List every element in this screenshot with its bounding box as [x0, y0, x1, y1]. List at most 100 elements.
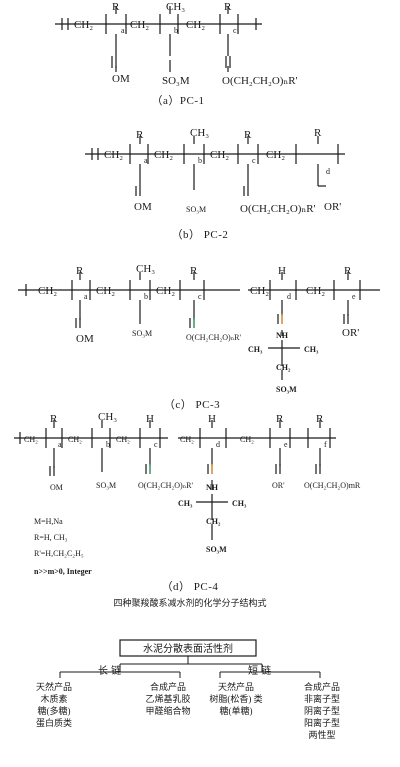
- pc1-so3m: SO₃M: [162, 75, 190, 87]
- pc3-ch2-2: CH₂: [96, 285, 115, 297]
- legend-rp: R'=H,CH₂C₂H₅: [34, 549, 84, 558]
- pc4-ch2-3: CH₂: [116, 435, 130, 444]
- tree-root: 水泥分散表面活性剂: [143, 642, 233, 655]
- pc4-om: OM: [50, 483, 63, 492]
- pc4-nh: NH: [206, 483, 219, 492]
- pc3-sub-a: a: [84, 292, 88, 301]
- tree-n1-1: 木质素: [40, 693, 67, 704]
- pc3-r-a: R: [76, 265, 84, 277]
- pc2-om: OM: [134, 201, 152, 213]
- pc4-r-e: R: [276, 413, 284, 425]
- pc1-ch3: CH₃: [166, 1, 185, 13]
- pc4-ch3: CH₃: [98, 411, 117, 423]
- pc1-r-c: R: [224, 1, 232, 13]
- pc4-ch2-4: CH₂: [180, 435, 194, 444]
- pc4-sub-f: f: [324, 440, 327, 449]
- pc3-ch3-l: CH₃: [248, 345, 263, 354]
- pc1-sub-a: a: [121, 26, 125, 35]
- pc4-h-c: H: [146, 413, 154, 425]
- pc4-so3m: SO₃M: [96, 481, 116, 490]
- caption-pc1: （a）PC-1: [152, 94, 205, 107]
- tree-n2-2: 甲醛缩合物: [145, 705, 190, 716]
- pc4-ch2-1: CH₂: [24, 435, 38, 444]
- pc2-r-a: R: [136, 129, 144, 141]
- pc1-ch2-3: CH₂: [186, 19, 205, 31]
- pc3-h: H: [278, 265, 286, 277]
- pc2-sub-b: b: [198, 156, 202, 165]
- pc4-sub-d: d: [216, 440, 220, 449]
- pc3-r-e: R: [344, 265, 352, 277]
- pc4-r-f: R: [316, 413, 324, 425]
- tree-connectors: [59, 656, 321, 678]
- pc4-peg: O(CH₂CH₂O)ₙR': [138, 481, 193, 490]
- tree-n1-0: 天然产品: [36, 681, 72, 692]
- pc2-r-c: R: [244, 129, 252, 141]
- pc2-peg: O(CH₂CH₂O)ₙR': [240, 203, 316, 215]
- pc3-ch3: CH₃: [136, 263, 155, 275]
- pc1-sub-b: b: [174, 26, 178, 35]
- pc2-r-d: R: [314, 127, 322, 139]
- tree-n4-3: 阳离子型: [304, 717, 340, 728]
- tree-n1-2: 糖(多糖): [38, 705, 71, 716]
- pc2-sub-a: a: [144, 156, 148, 165]
- pc3-peg: O(CH₂CH₂O)ₙR': [186, 333, 241, 342]
- pc2-ch2-2: CH₂: [154, 149, 173, 161]
- pc2-so3m: SO₃M: [186, 205, 206, 214]
- tree-n2-1: 乙烯基乳胶: [145, 693, 190, 704]
- pc3-ch2-side: CH₂: [276, 363, 291, 372]
- pc2-sub-c: c: [252, 156, 256, 165]
- pc4-r-a: R: [50, 413, 58, 425]
- tree-node-3: 天然产品 树脂(松香) 类 糖(单糖): [209, 681, 262, 716]
- pc2-ch2-1: CH₂: [104, 149, 123, 161]
- pc4-so3m-side: SO₃M: [206, 545, 227, 554]
- pc4-sub-b: b: [106, 440, 110, 449]
- pc3-ch2-1: CH₂: [38, 285, 57, 297]
- pc4-peg-mr: O(CH₂CH₂O)mR: [304, 481, 361, 490]
- pc3-ch2-3: CH₂: [156, 285, 175, 297]
- pc3-so3m-side: SO₃M: [276, 385, 297, 394]
- pc3-so3m: SO₃M: [132, 329, 152, 338]
- tree-long: 长 链: [98, 664, 121, 677]
- pc4-ch2-5: CH₂: [240, 435, 254, 444]
- tree-n4-0: 合成产品: [304, 681, 340, 692]
- pc4-ch3-r: CH₃: [232, 499, 247, 508]
- pc4-h-d: H: [208, 413, 216, 425]
- tree-n4-4: 两性型: [308, 729, 335, 740]
- pc3-orp: OR': [342, 327, 359, 339]
- pc2-ch2-4: CH₂: [266, 149, 285, 161]
- caption-pc4: （d） PC-4: [162, 580, 219, 593]
- tree-short: 短 链: [248, 664, 271, 677]
- legend-m: M=H,Na: [34, 517, 63, 526]
- pc3-ch3-r: CH₃: [304, 345, 319, 354]
- tree-n2-0: 合成产品: [150, 681, 186, 692]
- pc4-ch2-side: CH₂: [206, 517, 221, 526]
- tree-n3-1: 树脂(松香) 类: [209, 693, 262, 704]
- figure-title: 四种聚羧酸系减水剂的化学分子结构式: [113, 597, 266, 609]
- legend-cond: n>>m>0, Integer: [34, 567, 92, 576]
- pc4-sub-e: e: [284, 440, 288, 449]
- pc4-ch2-2: CH₂: [68, 435, 82, 444]
- tree-node-1: 天然产品 木质素 糖(多糖) 蛋白质类: [36, 681, 72, 728]
- pc1-peg: O(CH₂CH₂O)ₙR': [222, 75, 298, 87]
- tree-n4-1: 非离子型: [304, 693, 340, 704]
- pc2-ch3: CH₃: [190, 127, 209, 139]
- pc1-om: OM: [112, 73, 130, 85]
- pc3-sub-e: e: [352, 292, 356, 301]
- pc2-ch2-3: CH₂: [210, 149, 229, 161]
- pc4-orp: OR': [272, 481, 285, 490]
- caption-pc2: （b） PC-2: [172, 228, 229, 241]
- tree-node-2: 合成产品 乙烯基乳胶 甲醛缩合物: [145, 681, 190, 716]
- pc3-sub-b: b: [144, 292, 148, 301]
- pc1-ch2-2: CH₂: [130, 19, 149, 31]
- legend-r: R=H, CH₃: [34, 533, 68, 542]
- pc3-sub-c: c: [198, 292, 202, 301]
- tree-n3-2: 糖(单糖): [220, 705, 253, 716]
- pc3-ch2-5: CH₂: [306, 285, 325, 297]
- pc3-om: OM: [76, 333, 94, 345]
- pc1-r-a: R: [112, 1, 120, 13]
- pc4-sub-a: a: [58, 440, 62, 449]
- tree-n3-0: 天然产品: [218, 681, 254, 692]
- pc3-sub-d: d: [287, 292, 291, 301]
